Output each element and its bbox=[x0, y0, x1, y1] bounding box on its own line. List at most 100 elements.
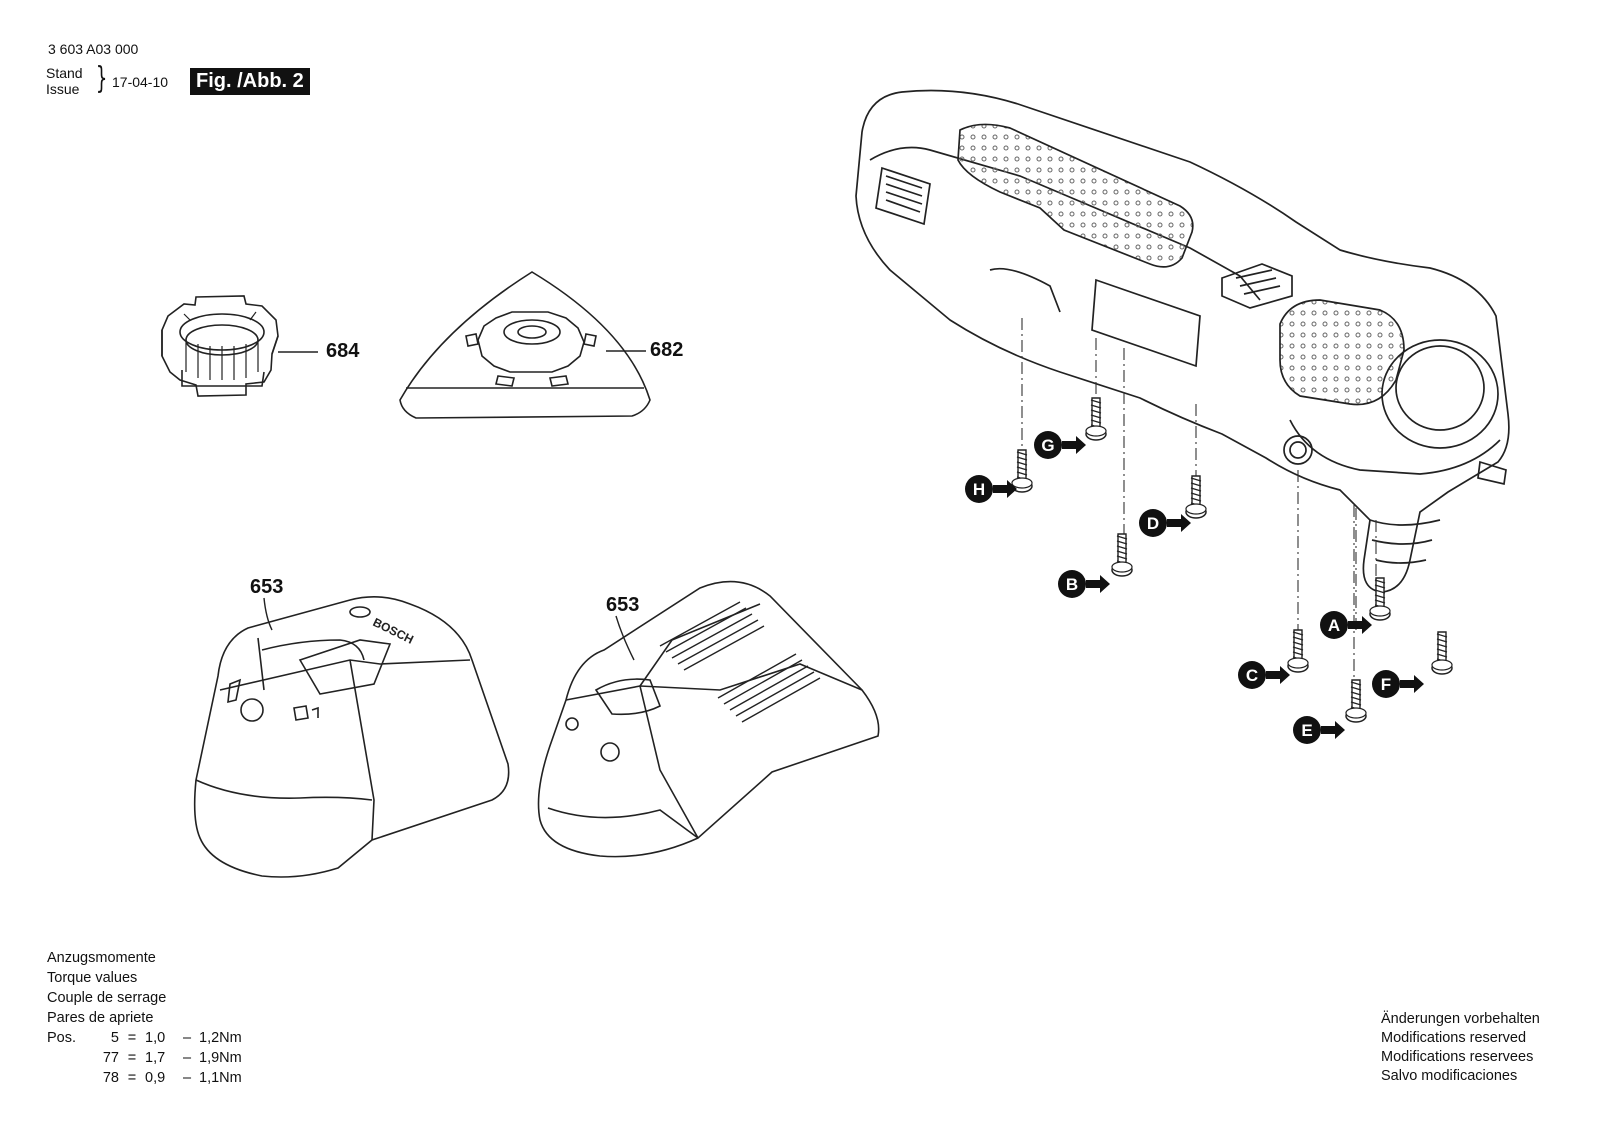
stand-label: Stand bbox=[46, 65, 83, 81]
screw-thread bbox=[1292, 631, 1304, 636]
torque-notes: Anzugsmomente Torque values Couple de se… bbox=[47, 948, 242, 1088]
stand-issue-label: Stand Issue bbox=[46, 65, 83, 97]
screw-thread bbox=[1350, 681, 1362, 686]
screw-letter: C bbox=[1246, 666, 1258, 685]
part-number: 3 603 A03 000 bbox=[48, 41, 139, 57]
screw-letter: E bbox=[1301, 721, 1312, 740]
torque-eq: = bbox=[127, 1030, 137, 1046]
screw-thread bbox=[1016, 461, 1028, 466]
screw-thread bbox=[1016, 471, 1028, 476]
screw-thread bbox=[1116, 535, 1128, 540]
screw-head-top bbox=[1111, 561, 1133, 573]
rights-en: Modifications reserved bbox=[1381, 1030, 1527, 1046]
rights-es: Salvo modificaciones bbox=[1381, 1068, 1518, 1084]
arrow-icon bbox=[1348, 616, 1372, 634]
torque-pos: 5 bbox=[110, 1030, 119, 1046]
modifications-notice: Änderungen vorbehalten Modifications res… bbox=[1381, 1010, 1540, 1086]
arrow-icon bbox=[1321, 721, 1345, 739]
screw-thread bbox=[1350, 701, 1362, 706]
torque-pos: 78 bbox=[102, 1070, 119, 1086]
torque-max: 1,2Nm bbox=[199, 1030, 242, 1046]
screw-thread bbox=[1090, 404, 1102, 409]
screw-thread bbox=[1350, 696, 1362, 701]
screw-c: C bbox=[1238, 629, 1309, 689]
torque-min: 0,9 bbox=[145, 1070, 166, 1086]
screw-head-top bbox=[1011, 477, 1033, 489]
leader-653b bbox=[615, 615, 635, 661]
arrow-icon bbox=[993, 480, 1017, 498]
screw-thread bbox=[1090, 414, 1102, 419]
screw-thread bbox=[1090, 409, 1102, 414]
screw-g: G bbox=[1034, 397, 1107, 459]
torque-dash: – bbox=[182, 1030, 192, 1046]
screw-thread bbox=[1436, 643, 1448, 648]
part-label-653-right: 653 bbox=[606, 594, 640, 616]
screw-thread bbox=[1116, 540, 1128, 545]
torque-min: 1,0 bbox=[145, 1030, 166, 1046]
screw-h: H bbox=[965, 449, 1033, 503]
letter-badge bbox=[1372, 670, 1400, 698]
screw-thread bbox=[1116, 555, 1128, 560]
screw-thread bbox=[1292, 636, 1304, 641]
torque-title-de: Anzugsmomente bbox=[47, 950, 156, 966]
screw-thread bbox=[1090, 399, 1102, 404]
screw-letter: F bbox=[1381, 675, 1391, 694]
torque-eq: = bbox=[127, 1050, 137, 1066]
screw-thread bbox=[1116, 550, 1128, 555]
screw-f: F bbox=[1372, 631, 1453, 698]
screw-thread bbox=[1016, 466, 1028, 471]
torque-dash: – bbox=[182, 1070, 192, 1086]
screw-thread bbox=[1292, 641, 1304, 646]
screw-letter: H bbox=[973, 480, 985, 499]
adapter-ring-684 bbox=[161, 295, 279, 397]
torque-title-en: Torque values bbox=[47, 970, 138, 986]
letter-badge bbox=[1293, 716, 1321, 744]
screw-thread bbox=[1436, 633, 1448, 638]
screw-thread bbox=[1374, 599, 1386, 604]
screw-thread bbox=[1190, 477, 1202, 482]
screw-letter: G bbox=[1041, 436, 1054, 455]
torque-max: 1,1Nm bbox=[199, 1070, 242, 1086]
screw-head-top bbox=[1345, 707, 1367, 719]
screw-thread bbox=[1374, 594, 1386, 599]
torque-min: 1,7 bbox=[145, 1050, 166, 1066]
screw-thread bbox=[1190, 492, 1202, 497]
screw-thread bbox=[1436, 638, 1448, 643]
screw-thread bbox=[1190, 482, 1202, 487]
torque-row: 78 = 0,9 – 1,1Nm bbox=[47, 1068, 242, 1088]
screw-thread bbox=[1292, 651, 1304, 656]
torque-pos: 77 bbox=[102, 1050, 119, 1066]
leader-653a bbox=[263, 597, 273, 631]
screw-thread bbox=[1190, 497, 1202, 502]
letter-badge bbox=[1238, 661, 1266, 689]
charger-right-653 bbox=[537, 580, 880, 858]
screw-thread bbox=[1436, 648, 1448, 653]
part-label-682: 682 bbox=[650, 339, 684, 361]
screw-thread bbox=[1016, 456, 1028, 461]
torque-dash: – bbox=[182, 1050, 192, 1066]
screw-head-top bbox=[1287, 657, 1309, 669]
screw-thread bbox=[1374, 579, 1386, 584]
part-label-684: 684 bbox=[326, 340, 360, 362]
screw-letter: D bbox=[1147, 514, 1159, 533]
part-label-653-left: 653 bbox=[250, 576, 284, 598]
torque-row: 77 = 1,7 – 1,9Nm bbox=[47, 1048, 242, 1068]
screw-thread bbox=[1350, 686, 1362, 691]
pos-label: Pos. bbox=[47, 1030, 77, 1046]
sanding-plate-682 bbox=[399, 271, 651, 419]
screw-thread bbox=[1116, 545, 1128, 550]
screw-thread bbox=[1016, 451, 1028, 456]
screw-thread bbox=[1190, 487, 1202, 492]
issue-date: 17-04-10 bbox=[112, 74, 169, 90]
arrow-icon bbox=[1086, 575, 1110, 593]
screw-head-top bbox=[1085, 425, 1107, 437]
torque-title-fr: Couple de serrage bbox=[47, 990, 167, 1006]
screw-a: A bbox=[1320, 577, 1391, 639]
torque-max: 1,9Nm bbox=[199, 1050, 242, 1066]
screw-e: E bbox=[1293, 679, 1367, 744]
brace-symbol: } bbox=[95, 61, 108, 96]
screw-thread bbox=[1436, 653, 1448, 658]
screw-thread bbox=[1090, 419, 1102, 424]
screw-head-top bbox=[1369, 605, 1391, 617]
